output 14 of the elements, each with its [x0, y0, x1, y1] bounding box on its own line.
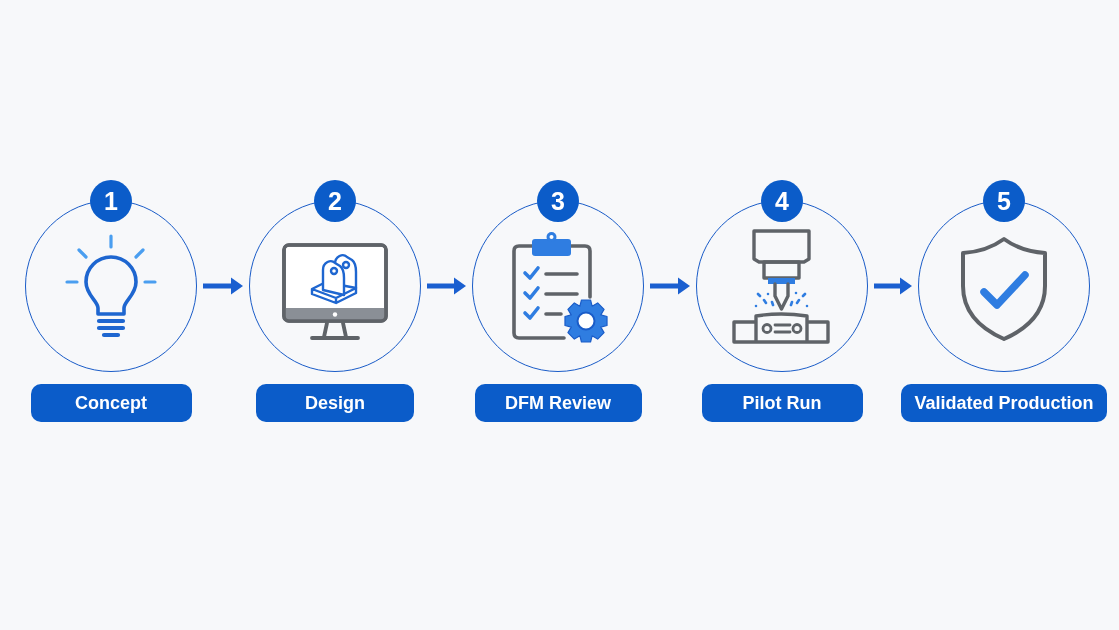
arrow — [650, 277, 690, 295]
step-number-badge: 4 — [761, 180, 803, 222]
step-number-badge: 1 — [90, 180, 132, 222]
step-number-badge: 2 — [314, 180, 356, 222]
step-number-badge: 3 — [537, 180, 579, 222]
step-label: Validated Production — [901, 384, 1107, 422]
step-label: Design — [256, 384, 414, 422]
arrow — [203, 277, 243, 295]
step-label: Concept — [30, 384, 192, 422]
arrow — [427, 277, 466, 295]
step-label: Pilot Run — [701, 384, 863, 422]
arrow — [874, 277, 912, 295]
step-number-badge: 5 — [983, 180, 1025, 222]
step-label: DFM Review — [474, 384, 642, 422]
